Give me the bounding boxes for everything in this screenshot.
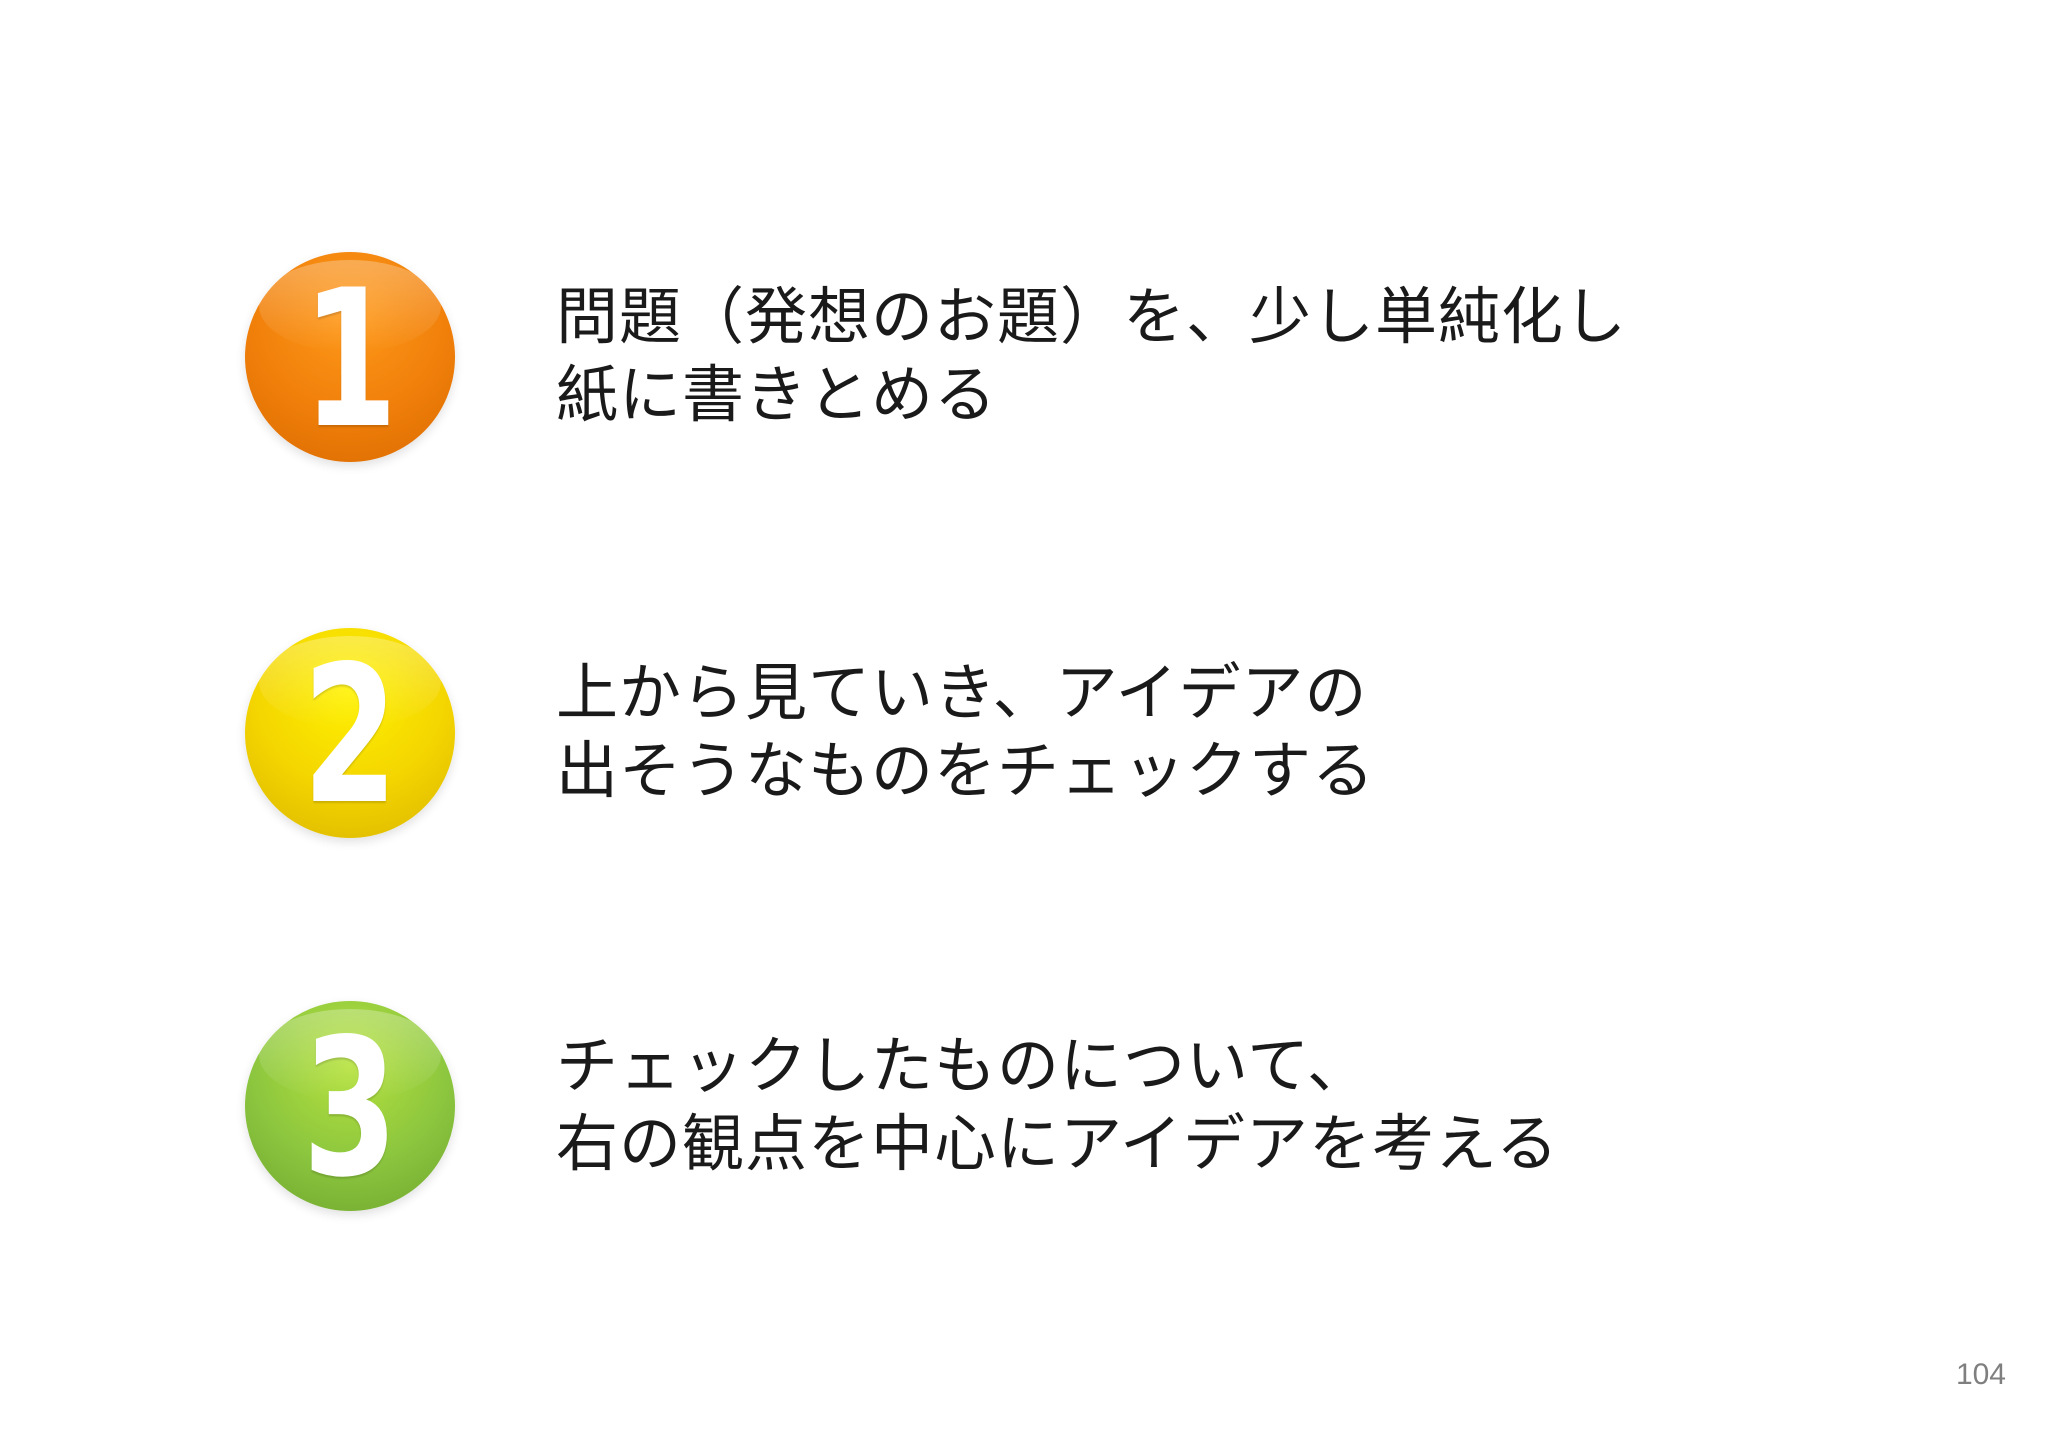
number-badge-2: 2: [245, 628, 455, 838]
badge-number: 2: [302, 628, 398, 838]
step-3-text: チェックしたものについて、 右の観点を中心にアイデアを考える: [556, 1027, 1936, 1183]
step-2-text: 上から見ていき、アイデアの 出そうなものをチェックする: [556, 654, 1936, 810]
step-1: 1 問題（発想のお題）を、少し単純化し 紙に書きとめる: [0, 250, 2048, 470]
step-2-line-1: 上から見ていき、アイデアの: [556, 656, 1368, 729]
step-2: 2 上から見ていき、アイデアの 出そうなものをチェックする: [0, 626, 2048, 846]
step-3: 3 チェックしたものについて、 右の観点を中心にアイデアを考える: [0, 999, 2048, 1219]
badge-number: 1: [302, 252, 398, 462]
badge-number: 3: [302, 1001, 398, 1211]
number-badge-3: 3: [245, 1001, 455, 1211]
step-3-line-1: チェックしたものについて、: [556, 1029, 1371, 1102]
step-1-line-2: 紙に書きとめる: [556, 358, 998, 431]
step-3-line-2: 右の観点を中心にアイデアを考える: [556, 1107, 1560, 1180]
step-1-text: 問題（発想のお題）を、少し単純化し 紙に書きとめる: [556, 278, 1936, 434]
page-number: 104: [1955, 1358, 2006, 1391]
step-1-line-1: 問題（発想のお題）を、少し単純化し: [556, 280, 1628, 353]
step-2-line-2: 出そうなものをチェックする: [556, 734, 1376, 807]
number-badge-1: 1: [245, 252, 455, 462]
